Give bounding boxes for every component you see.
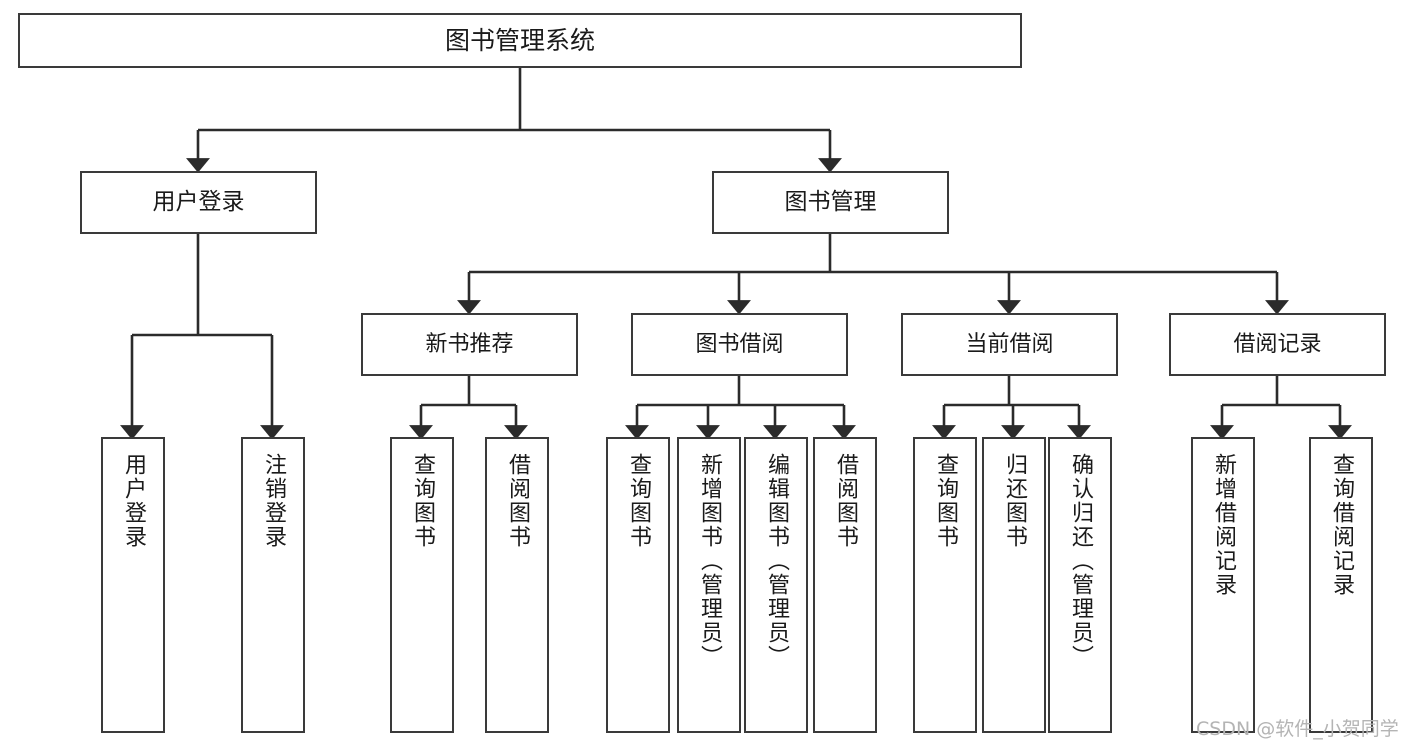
- node-root[interactable]: 图书管理系统: [18, 13, 1022, 68]
- leaf-add-borrow-record-label: 新增借阅记录: [1211, 453, 1236, 597]
- leaf-query-books-recommend-label: 查询图书: [410, 453, 435, 549]
- leaf-return-books-label: 归还图书: [1002, 453, 1027, 549]
- watermark: CSDN @软件_小贺同学: [1196, 718, 1399, 740]
- node-user-login-label: 用户登录: [152, 188, 245, 215]
- leaf-confirm-return-admin-label: 确认归还（管理员）: [1068, 453, 1093, 669]
- leaf-query-borrow-record-label: 查询借阅记录: [1329, 453, 1354, 597]
- leaf-query-books-current-label: 查询图书: [933, 453, 958, 549]
- leaf-query-books-current[interactable]: 查询图书: [913, 437, 977, 733]
- node-borrow-records[interactable]: 借阅记录: [1169, 313, 1386, 376]
- leaf-query-books-borrow[interactable]: 查询图书: [606, 437, 670, 733]
- node-new-book-recommend-label: 新书推荐: [425, 331, 514, 357]
- leaf-borrow-books-borrow-label: 借阅图书: [833, 453, 858, 549]
- leaf-add-book-admin-label: 新增图书（管理员）: [697, 453, 722, 669]
- leaf-logout[interactable]: 注销登录: [241, 437, 305, 733]
- leaf-query-books-recommend[interactable]: 查询图书: [390, 437, 454, 733]
- leaf-query-books-borrow-label: 查询图书: [626, 453, 651, 549]
- node-book-borrow-label: 图书借阅: [695, 331, 784, 357]
- leaf-user-login-label: 用户登录: [121, 453, 146, 549]
- node-book-borrow[interactable]: 图书借阅: [631, 313, 848, 376]
- leaf-user-login[interactable]: 用户登录: [101, 437, 165, 733]
- leaf-add-borrow-record[interactable]: 新增借阅记录: [1191, 437, 1255, 733]
- leaf-add-book-admin[interactable]: 新增图书（管理员）: [677, 437, 741, 733]
- node-book-management-label: 图书管理: [784, 188, 877, 215]
- node-root-label: 图书管理系统: [444, 25, 595, 55]
- node-current-borrow[interactable]: 当前借阅: [901, 313, 1118, 376]
- node-borrow-records-label: 借阅记录: [1233, 331, 1322, 357]
- leaf-borrow-books-borrow[interactable]: 借阅图书: [813, 437, 877, 733]
- leaf-return-books[interactable]: 归还图书: [982, 437, 1046, 733]
- leaf-borrow-books-recommend-label: 借阅图书: [505, 453, 530, 549]
- node-current-borrow-label: 当前借阅: [965, 331, 1054, 357]
- leaf-confirm-return-admin[interactable]: 确认归还（管理员）: [1048, 437, 1112, 733]
- leaf-logout-label: 注销登录: [261, 453, 286, 549]
- leaf-edit-book-admin[interactable]: 编辑图书（管理员）: [744, 437, 808, 733]
- leaf-query-borrow-record[interactable]: 查询借阅记录: [1309, 437, 1373, 733]
- leaf-borrow-books-recommend[interactable]: 借阅图书: [485, 437, 549, 733]
- node-user-login[interactable]: 用户登录: [80, 171, 317, 234]
- node-new-book-recommend[interactable]: 新书推荐: [361, 313, 578, 376]
- leaf-edit-book-admin-label: 编辑图书（管理员）: [764, 453, 789, 669]
- node-book-management[interactable]: 图书管理: [712, 171, 949, 234]
